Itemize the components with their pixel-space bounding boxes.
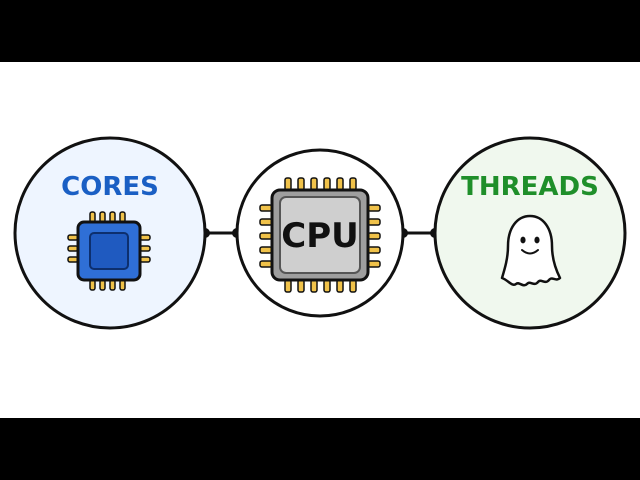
letterbox-bottom [0,418,640,480]
ghost-icon [500,214,562,287]
cpu-chip-icon [259,177,381,293]
letterbox-top [0,0,640,62]
cores-label: CORES [61,172,159,202]
node-threads: THREADS [433,136,627,330]
node-cpu: CPU [235,148,405,318]
cpu-label: CPU [281,216,358,256]
threads-label: THREADS [461,172,599,202]
node-cores: CORES [13,136,207,330]
core-chip-icon [67,211,151,291]
